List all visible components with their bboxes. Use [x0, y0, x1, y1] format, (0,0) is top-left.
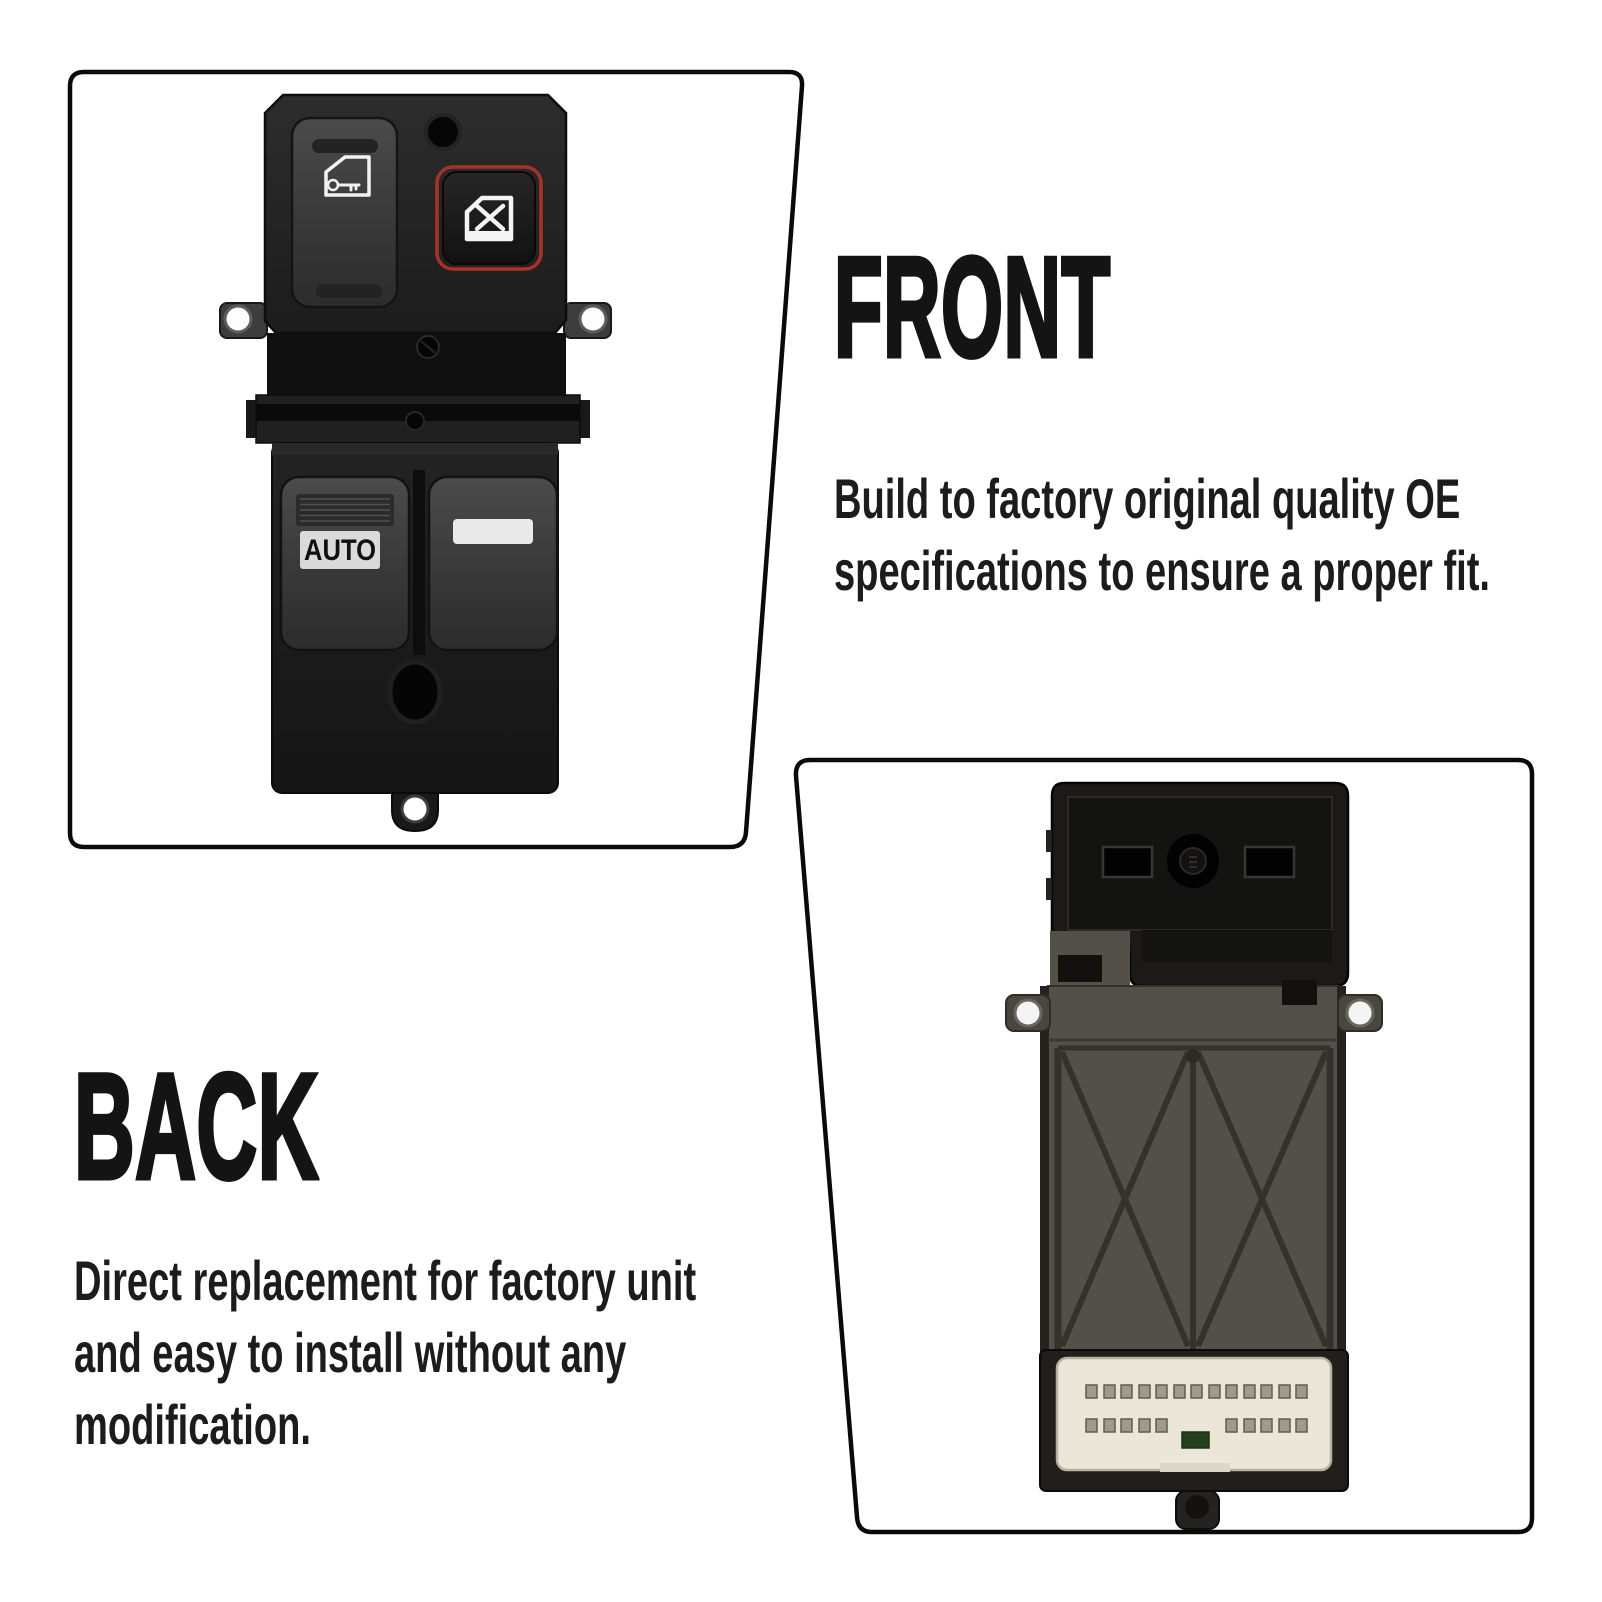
back-switch: [1005, 781, 1383, 1530]
front-mid-plate: [267, 333, 566, 395]
switch-bar-marking: [453, 519, 533, 544]
front-mounting-ear-right: [563, 302, 612, 339]
front-screw-top: [416, 335, 440, 359]
back-dark-square-right: [1282, 980, 1317, 1005]
front-description: Build to factory original quality OE spe…: [834, 463, 1490, 607]
front-switch: AUTO: [219, 93, 612, 833]
back-mounting-ear-left: [1005, 994, 1051, 1032]
window-lock-button: [435, 165, 543, 271]
back-rib-pattern: [1054, 1045, 1334, 1350]
front-mounting-ear-left: [219, 302, 268, 339]
back-socket-left: [1101, 845, 1154, 879]
back-center-hole: [1167, 834, 1219, 888]
back-description: Direct replacement for factory unit and …: [74, 1245, 696, 1461]
front-oval-hole: [387, 659, 443, 725]
back-description-line-1: Direct replacement for factory unit: [74, 1249, 697, 1312]
front-screw-mid: [405, 411, 425, 431]
front-mounting-bracket: [246, 394, 590, 444]
window-lock-icon: [464, 195, 514, 242]
back-socket-right: [1243, 845, 1296, 879]
front-heading: FRONT: [833, 228, 1112, 387]
front-view-photo: AUTO: [219, 93, 612, 833]
wiring-connector: [1039, 1349, 1349, 1492]
door-lock-icon: [324, 155, 371, 197]
front-panel-outline: [67, 69, 805, 850]
driver-window-switch: AUTO: [279, 475, 411, 652]
front-description-line-2: specifications to ensure a proper fit.: [834, 539, 1490, 602]
door-lock-switch: [290, 116, 399, 309]
auto-label: AUTO: [304, 534, 376, 567]
back-view-photo: [1005, 781, 1383, 1530]
back-heading: BACK: [73, 1042, 320, 1210]
passenger-window-switch: [427, 475, 559, 652]
connector-pins-row2: [1085, 1418, 1308, 1433]
connector-pins-row1: [1085, 1384, 1308, 1399]
auto-label-plate: [300, 531, 380, 569]
front-bottom-tab: [391, 792, 439, 833]
back-description-line-3: modification.: [74, 1393, 311, 1456]
grip-ribs-icon: [296, 494, 394, 526]
back-panel-outline: [793, 757, 1535, 1535]
front-top-hole: [424, 113, 462, 151]
back-description-line-2: and easy to install without any: [74, 1321, 627, 1384]
back-mounting-ear-right: [1337, 994, 1383, 1032]
front-description-line-1: Build to factory original quality OE: [834, 467, 1461, 530]
back-dark-square-left: [1058, 955, 1102, 982]
connector-key-green: [1181, 1431, 1210, 1449]
back-bottom-tab: [1175, 1490, 1220, 1530]
